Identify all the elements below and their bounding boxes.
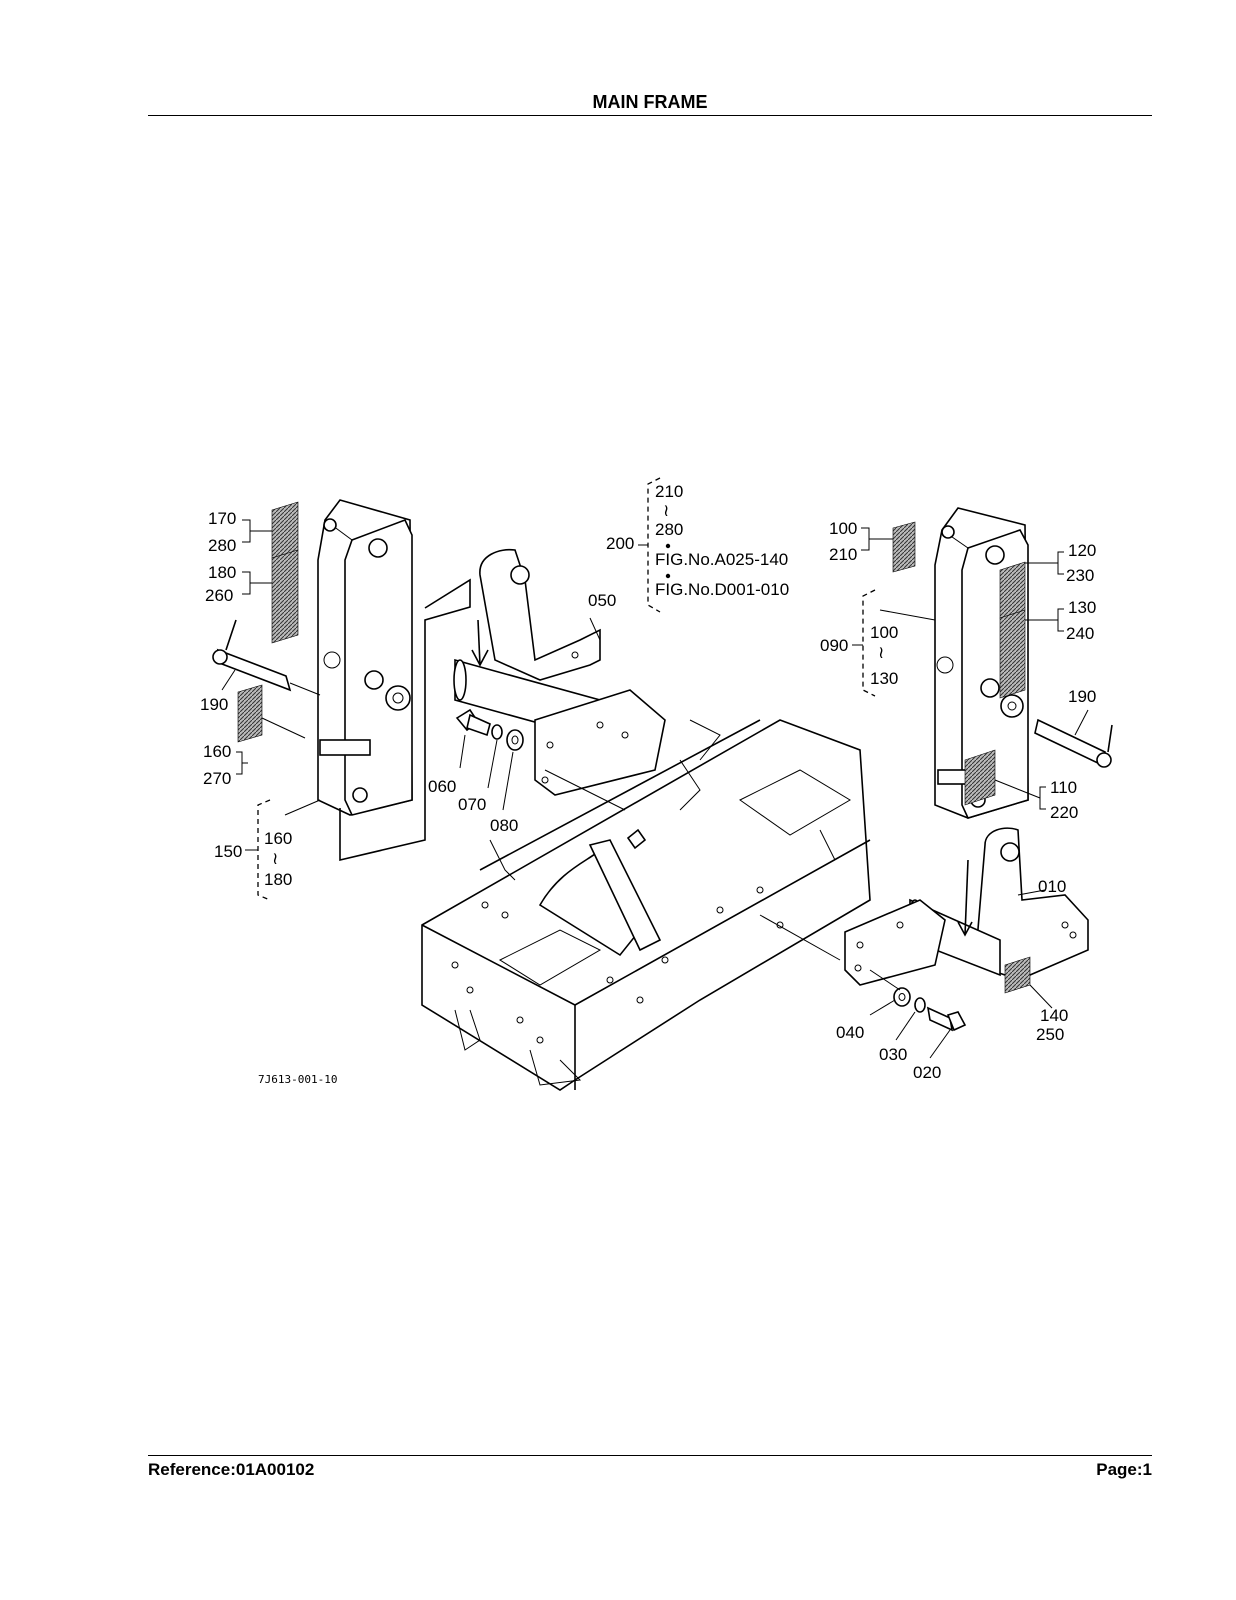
decal-110-220 — [964, 749, 996, 806]
callout-100-range: 100 — [870, 623, 898, 642]
washer-040 — [893, 987, 911, 1007]
callout-270: 270 — [203, 769, 231, 788]
decal-120-230 — [999, 561, 1026, 619]
callout-240: 240 — [1066, 624, 1094, 643]
left-pin-190 — [212, 619, 321, 696]
callout-140: 140 — [1040, 1006, 1068, 1025]
washer-080 — [506, 729, 524, 751]
footer-rule — [148, 1455, 1152, 1456]
callout-280-range: 280 — [655, 520, 683, 539]
decal-180-260 — [271, 549, 299, 644]
callout-200: 200 — [606, 534, 634, 553]
callout-020: 020 — [913, 1063, 941, 1082]
lock-washer-070 — [491, 724, 503, 740]
fig-ref-a025-140: FIG.No.A025-140 — [655, 550, 788, 569]
callout-040: 040 — [836, 1023, 864, 1042]
callout-110: 110 — [1050, 778, 1077, 797]
callout-010: 010 — [1038, 877, 1066, 896]
callout-100: 100 — [829, 519, 857, 538]
callout-180-range: 180 — [264, 870, 292, 889]
bracket-010 — [844, 827, 1089, 986]
decal-160-270 — [237, 684, 263, 743]
range-tilde-150: ≀ — [272, 849, 278, 868]
range-tilde-090: ≀ — [878, 643, 884, 662]
callout-280: 280 — [208, 536, 236, 555]
callout-160-range: 160 — [264, 829, 292, 848]
bolt-020 — [926, 1006, 967, 1032]
callout-250: 250 — [1036, 1025, 1064, 1044]
bracket-050 — [453, 548, 666, 811]
callout-260: 260 — [205, 586, 233, 605]
callout-130: 130 — [1068, 598, 1096, 617]
decal-100-210 — [892, 521, 916, 573]
callout-070: 070 — [458, 795, 486, 814]
main-frame-body — [421, 719, 871, 1091]
callout-150: 150 — [214, 842, 242, 861]
callout-080: 080 — [490, 816, 518, 835]
callout-220: 220 — [1050, 803, 1078, 822]
bolt-060 — [455, 708, 491, 737]
fig-ref-d001-010: FIG.No.D001-010 — [655, 580, 789, 599]
right-pin-190 — [1034, 718, 1113, 768]
range-tilde-200: ≀ — [663, 501, 669, 520]
decal-130-240 — [999, 609, 1026, 699]
header-rule — [148, 115, 1152, 116]
callout-160: 160 — [203, 742, 231, 761]
decal-170-280 — [271, 501, 299, 559]
callout-130-range: 130 — [870, 669, 898, 688]
callout-030: 030 — [879, 1045, 907, 1064]
callout-050: 050 — [588, 591, 616, 610]
callout-190-right: 190 — [1068, 687, 1096, 706]
callout-190-left: 190 — [200, 695, 228, 714]
callout-180: 180 — [208, 563, 236, 582]
nut-mid — [626, 828, 647, 850]
callout-230: 230 — [1066, 566, 1094, 585]
callout-210: 210 — [829, 545, 857, 564]
page-number: Page:1 — [1096, 1460, 1152, 1479]
callout-210-range: 210 — [655, 482, 683, 501]
callout-170: 170 — [208, 509, 236, 528]
figure-reference-code: 7J613-001-10 — [258, 1073, 337, 1086]
callout-060: 060 — [428, 777, 456, 796]
callout-120: 120 — [1068, 541, 1096, 560]
reference-number: Reference:01A00102 — [148, 1460, 315, 1479]
left-mast-bracket — [317, 499, 413, 816]
lock-washer-030 — [914, 997, 926, 1013]
callout-090: 090 — [820, 636, 848, 655]
page-title: MAIN FRAME — [592, 92, 708, 112]
left-leader-box — [339, 578, 471, 862]
